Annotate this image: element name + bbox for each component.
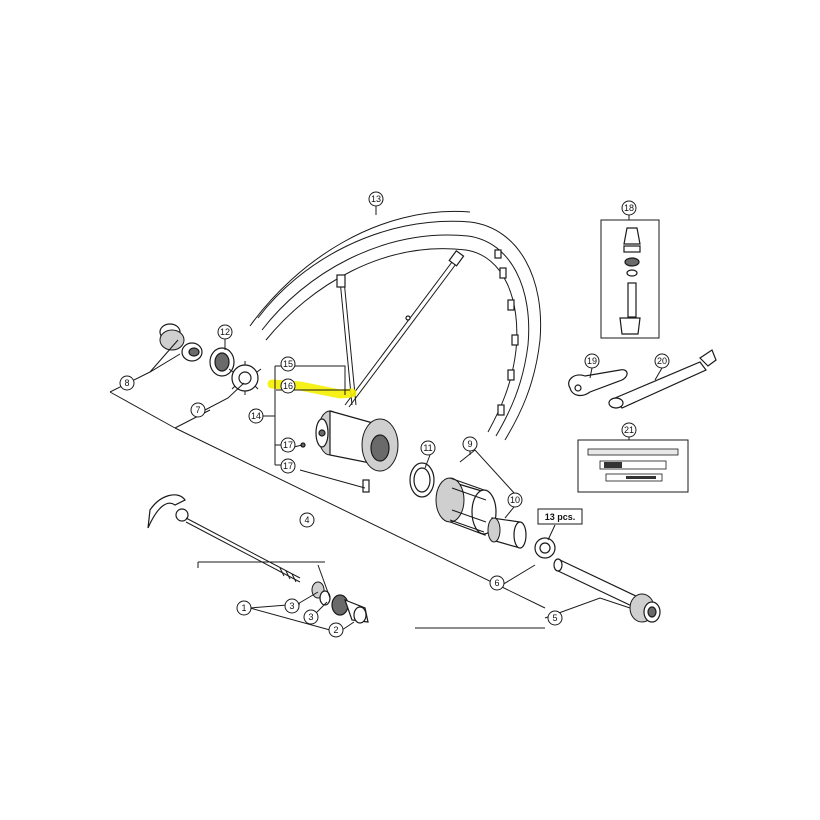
- svg-text:12: 12: [220, 327, 230, 337]
- svg-text:13 pcs.: 13 pcs.: [545, 512, 576, 522]
- tool-19: [568, 369, 628, 397]
- svg-text:6: 6: [494, 578, 499, 588]
- quantity-label: 13 pcs.: [537, 508, 583, 525]
- callout-13: 13: [368, 191, 384, 207]
- callout-7: 7: [190, 402, 206, 418]
- svg-text:4: 4: [304, 515, 309, 525]
- callout-18: 18: [621, 200, 637, 216]
- callout-12: 12: [217, 324, 233, 340]
- callout-3-lower: 3: [303, 609, 319, 625]
- callout-16: 16: [280, 378, 296, 394]
- svg-text:2: 2: [333, 625, 338, 635]
- svg-text:18: 18: [624, 203, 634, 213]
- callout-8: 8: [119, 375, 135, 391]
- svg-text:21: 21: [624, 425, 634, 435]
- callout-10: 10: [507, 492, 523, 508]
- label-set: [577, 439, 689, 493]
- callout-14: 14: [248, 408, 264, 424]
- callout-21: 21: [621, 422, 637, 438]
- valve-kit: [600, 219, 660, 339]
- small-washer: [534, 537, 556, 559]
- callout-4: 4: [299, 512, 315, 528]
- svg-text:9: 9: [467, 439, 472, 449]
- svg-text:8: 8: [124, 378, 129, 388]
- svg-text:17: 17: [283, 440, 293, 450]
- callout-3-upper: 3: [284, 598, 300, 614]
- tool-20: [608, 349, 717, 409]
- quick-release: [147, 494, 369, 624]
- callout-19: 19: [584, 353, 600, 369]
- svg-text:7: 7: [195, 405, 200, 415]
- callout-2: 2: [328, 622, 344, 638]
- left-bearing-parts: [159, 323, 262, 395]
- axle: [553, 558, 661, 623]
- callout-6: 6: [489, 575, 505, 591]
- svg-text:16: 16: [283, 381, 293, 391]
- rim: [249, 210, 542, 441]
- svg-text:10: 10: [510, 495, 520, 505]
- svg-text:3: 3: [289, 601, 294, 611]
- svg-text:1: 1: [241, 603, 246, 613]
- svg-text:14: 14: [251, 411, 261, 421]
- svg-text:15: 15: [283, 359, 293, 369]
- callout-9: 9: [462, 436, 478, 452]
- hub-body: [300, 410, 399, 493]
- svg-text:11: 11: [423, 443, 432, 453]
- svg-text:13: 13: [371, 194, 381, 204]
- callout-17-upper: 17: [280, 437, 296, 453]
- callout-5: 5: [547, 610, 563, 626]
- callout-1: 1: [236, 600, 252, 616]
- callout-15: 15: [280, 356, 296, 372]
- freehub-parts: [409, 462, 527, 549]
- svg-text:5: 5: [552, 613, 557, 623]
- callout-17-lower: 17: [280, 458, 296, 474]
- svg-text:3: 3: [308, 612, 313, 622]
- svg-text:20: 20: [657, 356, 667, 366]
- svg-text:19: 19: [587, 356, 597, 366]
- spokes: [336, 249, 465, 408]
- callout-20: 20: [654, 353, 670, 369]
- callout-11: 11: [420, 440, 436, 456]
- svg-text:17: 17: [283, 461, 293, 471]
